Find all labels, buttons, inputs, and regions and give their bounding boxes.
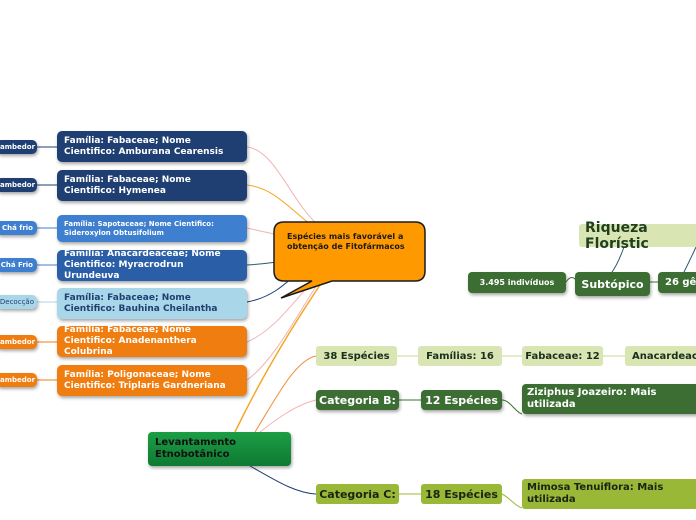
family-amburana[interactable]: Família: Fabaceae; Nome Cientifico: Ambu… xyxy=(57,131,247,162)
family-anadenanthera[interactable]: Família: Fabaceae; Nome Cientifico: Anad… xyxy=(57,325,247,357)
row-b-especies[interactable]: 12 Espécies xyxy=(421,390,502,410)
row-a-fabaceae[interactable]: Fabaceae: 12 xyxy=(522,346,603,366)
riqueza-floristica-title[interactable]: Riqueza Florístic xyxy=(579,220,696,252)
family-myracrodrun[interactable]: Família: Anacardeaceae; Nome Cientifico:… xyxy=(57,249,247,281)
tag-cha-frio-1[interactable]: Chá frio xyxy=(0,221,37,235)
tag-lambedor-1[interactable]: ambedor xyxy=(0,140,37,154)
family-sideroxylon[interactable]: Família: Sapotaceae; Nome Cientifico: Si… xyxy=(57,215,247,242)
row-a-anacardeaceae[interactable]: Anacardeac xyxy=(625,346,696,366)
subtopico-node[interactable]: Subtópico xyxy=(575,272,650,296)
tag-cha-frio-2[interactable]: Chá Frio xyxy=(0,258,37,272)
row-c-especies[interactable]: 18 Espécies xyxy=(421,484,502,504)
family-bauhina[interactable]: Família: Fabaceae; Nome Cientifico: Bauh… xyxy=(57,288,247,319)
row-c-destaque[interactable]: Mimosa Tenuiflora: Mais utilizada xyxy=(522,479,696,509)
tag-lambedor-4[interactable]: ambedor xyxy=(0,373,37,387)
row-b-categoria[interactable]: Categoria B: xyxy=(316,390,399,410)
row-b-destaque[interactable]: Ziziphus Joazeiro: Mais utilizada xyxy=(522,384,696,414)
generos-node[interactable]: 26 gê xyxy=(658,272,696,293)
tag-lambedor-2[interactable]: ambedor xyxy=(0,178,37,192)
family-triplaris[interactable]: Família: Poligonaceae; Nome Cientifico: … xyxy=(57,365,247,396)
tag-lambedor-3[interactable]: ambedor xyxy=(0,335,37,349)
family-hymenea[interactable]: Família: Fabaceae; Nome Cientifico: Hyme… xyxy=(57,170,247,201)
individuos-node[interactable]: 3.495 indivíduos xyxy=(468,272,566,293)
row-a-especies[interactable]: 38 Espécies xyxy=(316,346,397,366)
row-c-categoria[interactable]: Categoria C: xyxy=(316,484,399,504)
central-topic[interactable]: Espécies mais favorável a obtenção de Fi… xyxy=(287,232,405,251)
levantamento-etnobotanico[interactable]: Levantamento Etnobotânico xyxy=(148,432,291,466)
central-callout-shape xyxy=(273,221,426,299)
row-a-familias[interactable]: Famílias: 16 xyxy=(418,346,502,366)
tag-decoccao[interactable]: Decocção xyxy=(0,295,37,309)
